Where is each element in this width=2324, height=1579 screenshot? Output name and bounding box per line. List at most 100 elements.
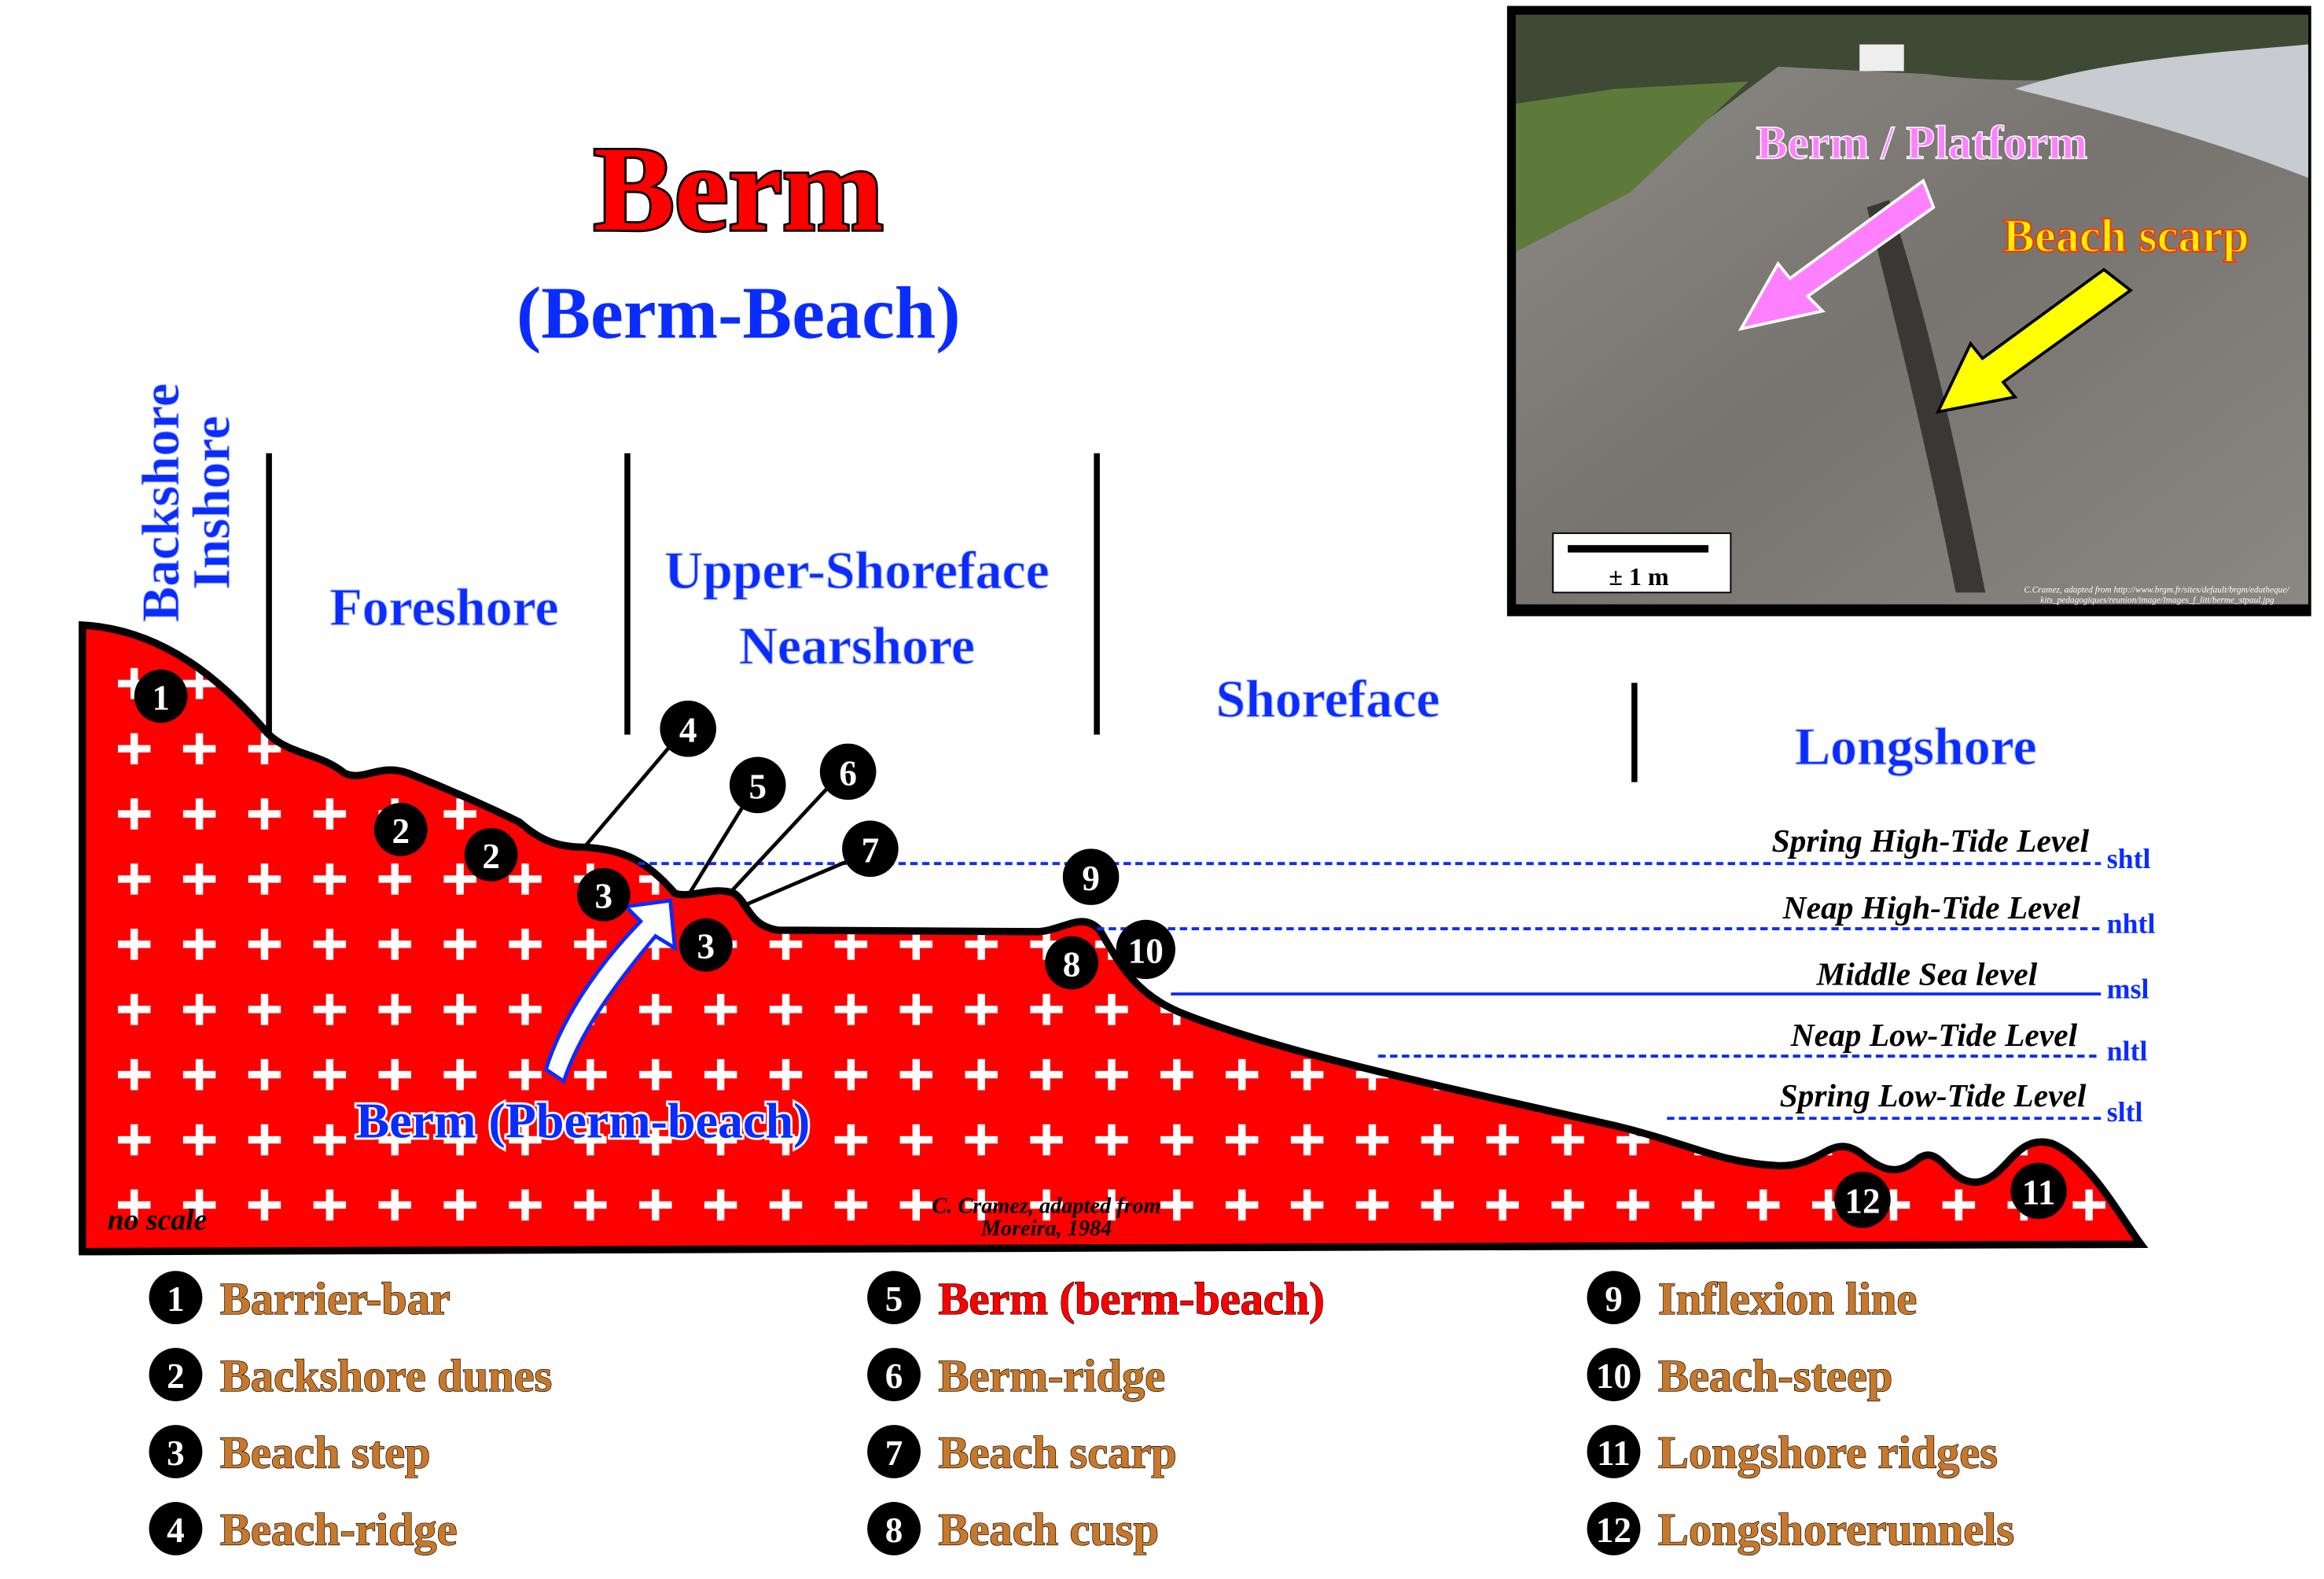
legend-number: 8 [885, 1511, 903, 1550]
yellow-arrow [1935, 267, 2134, 414]
legend-number: 1 [167, 1279, 185, 1319]
marker-number: 9 [1082, 859, 1100, 898]
legend-item: 12 Longshorerunnels [1587, 1502, 2015, 1555]
legend-label: Berm-ridge [939, 1350, 1166, 1401]
legend-item: 8 Beach cusp [867, 1502, 1160, 1555]
marker-number: 10 [1128, 931, 1164, 970]
legend-label: Beach-ridge [220, 1504, 458, 1555]
legend-label: Beach scarp [939, 1427, 1177, 1478]
legend-label: Beach cusp [939, 1504, 1160, 1555]
marker-number: 6 [839, 753, 857, 793]
scale-bar [1568, 545, 1709, 553]
legend-number: 5 [885, 1279, 903, 1319]
marker-number: 2 [482, 837, 500, 876]
tide-label-nhtl: Neap High-Tide Level [1782, 889, 2081, 926]
legend-label: Backshore dunes [220, 1350, 552, 1401]
tide-abbr-nhtl: nhtl [2107, 908, 2156, 940]
legend-number: 7 [885, 1434, 903, 1473]
legend-number-badge [149, 1425, 203, 1478]
legend-number-badge [149, 1348, 203, 1401]
legend-number: 6 [885, 1356, 903, 1396]
legend-label: Barrier-bar [220, 1273, 450, 1324]
zone-backshore: Backshore [131, 383, 190, 622]
no-scale-note: no scale [108, 1203, 208, 1236]
legend-label: Longshore ridges [1658, 1427, 1998, 1478]
marker-11: 11 [2010, 1162, 2067, 1220]
zone-foreshore: Foreshore [329, 578, 558, 637]
marker-3a: 3 [576, 867, 631, 922]
legend-label: Longshorerunnels [1658, 1504, 2014, 1555]
berm-label: Berm (Pberm-beach) [356, 1093, 811, 1149]
tide-label-msl: Middle Sea level [1815, 956, 2037, 992]
legend: 1 Barrier-bar 2 Backshore dunes 3 Beach step 4… [149, 1271, 2015, 1555]
photo-scale: ± 1 m [1609, 562, 1669, 591]
legend-label: Beach-steep [1658, 1350, 1892, 1401]
legend-number-badge [1587, 1348, 1641, 1401]
marker-1: 1 [134, 669, 188, 723]
legend-item: 11 Longshore ridges [1587, 1425, 1999, 1478]
legend-item: 3 Beach step [149, 1425, 431, 1478]
tide-abbr-shtl: shtl [2107, 843, 2151, 874]
marker-10: 10 [1116, 919, 1175, 980]
legend-number: 3 [167, 1434, 185, 1473]
legend-number: 2 [167, 1356, 185, 1396]
zone-inshore: Inshore [182, 416, 241, 590]
legend-number-badge [1587, 1502, 1641, 1555]
marker-7: 7 [842, 820, 899, 878]
credit-line-1: C. Cramez, adapted from [932, 1194, 1161, 1219]
berm-arrow [543, 898, 678, 1084]
marker-3b: 3 [678, 918, 733, 972]
legend-number-badge [867, 1348, 921, 1401]
legend-label: Inflexion line [1658, 1273, 1917, 1324]
marker-8: 8 [1045, 936, 1099, 990]
legend-item: 6 Berm-ridge [867, 1348, 1166, 1401]
marker-12: 12 [1834, 1171, 1891, 1228]
legend-item: 7 Beach scarp [867, 1425, 1177, 1478]
marker-number: 5 [748, 767, 767, 806]
legend-number: 4 [167, 1511, 185, 1550]
zone-upper-shoreface: Upper-Shoreface [664, 541, 1050, 600]
legend-number-badge [867, 1271, 921, 1325]
marker-number: 2 [392, 812, 410, 851]
legend-number: 10 [1596, 1356, 1631, 1396]
zone-dividers [266, 453, 1638, 782]
legend-number-badge [867, 1502, 921, 1555]
pink-arrow [1737, 178, 1936, 331]
legend-number: 9 [1605, 1279, 1623, 1319]
marker-9: 9 [1062, 848, 1120, 905]
legend-label: Beach step [220, 1427, 431, 1478]
subtitle: (Berm-Beach) [517, 272, 961, 354]
marker-5: 5 [729, 756, 786, 814]
photo-credit-1: C.Cramez, adapted from http://www.brgm.f… [2024, 585, 2289, 594]
scale-bar-box [1552, 532, 1732, 594]
legend-number-badge [149, 1271, 203, 1325]
photo-label-berm: Berm / Platform [1756, 117, 2087, 170]
legend-number: 11 [1597, 1434, 1631, 1473]
beach-profile [79, 620, 2149, 1256]
zone-longshore: Longshore [1795, 717, 2037, 776]
marker-6: 6 [819, 743, 877, 801]
legend-number: 12 [1596, 1511, 1631, 1550]
legend-item: 1 Barrier-bar [149, 1271, 450, 1324]
leader-lines [581, 739, 854, 908]
marker-2b: 2 [464, 827, 518, 882]
tide-abbr-nltl: nltl [2107, 1036, 2148, 1067]
legend-number-badge [1587, 1425, 1641, 1478]
tide-abbr-sltl: sltl [2107, 1096, 2143, 1128]
marker-number: 12 [1844, 1182, 1880, 1221]
tide-label-shtl: Spring High-Tide Level [1772, 823, 2090, 859]
marker-number: 3 [595, 877, 613, 916]
tide-abbr-msl: msl [2107, 974, 2149, 1005]
marker-number: 3 [697, 927, 715, 966]
marker-number: 8 [1063, 944, 1081, 984]
legend-item: 10 Beach-steep [1587, 1348, 1893, 1401]
legend-item: 2 Backshore dunes [149, 1348, 553, 1401]
legend-label: Berm (berm-beach) [939, 1273, 1325, 1324]
credit-line-2: Moreira, 1984 [980, 1216, 1112, 1241]
legend-number-badge [867, 1425, 921, 1478]
marker-number: 7 [862, 830, 880, 870]
marker-number: 4 [679, 711, 697, 750]
title: Berm [594, 122, 884, 256]
zone-nearshore: Nearshore [739, 617, 975, 675]
